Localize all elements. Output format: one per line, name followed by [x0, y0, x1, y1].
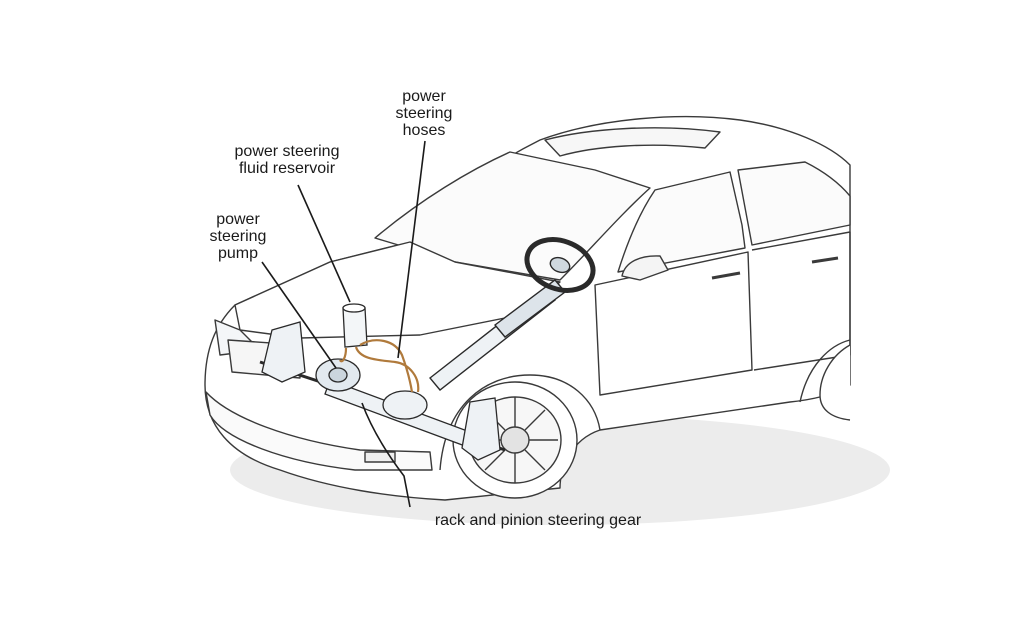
- rear-wheel-arch: [799, 339, 851, 403]
- hoses: [339, 339, 420, 393]
- front-wheel: [452, 381, 578, 499]
- door-handle-front: [711, 271, 741, 280]
- leader-reservoir: [297, 184, 351, 303]
- leader-hoses: [397, 140, 426, 359]
- label-line: power: [216, 211, 260, 228]
- leader-rack: [361, 402, 411, 508]
- label-line: rack and pinion steering gear: [434, 512, 642, 529]
- steering-column: [429, 237, 596, 391]
- label-line: power: [402, 88, 446, 105]
- label-line: power steering: [234, 143, 340, 160]
- steering-gear-assembly: [259, 303, 506, 461]
- side-mirror: [621, 255, 669, 281]
- label-power-steering-hoses: power steering hoses: [372, 88, 476, 139]
- rear-side-window: [737, 161, 851, 246]
- label-power-steering-fluid-reservoir: power steering fluid reservoir: [214, 143, 360, 177]
- rear-wheel: [819, 344, 851, 421]
- label-line: pump: [217, 245, 259, 262]
- pinion-housing: [382, 390, 428, 420]
- leader-lines: [261, 140, 426, 508]
- front-door: [594, 251, 753, 396]
- label-line: fluid reservoir: [238, 160, 336, 177]
- reservoir-body: [342, 307, 368, 348]
- leader-pump: [261, 261, 337, 369]
- label-rack-and-pinion-steering-gear: rack and pinion steering gear: [380, 512, 696, 529]
- sunroof: [544, 127, 721, 157]
- door-handle-rear: [811, 256, 839, 264]
- front-bumper: [205, 391, 433, 471]
- steering-wheel: [524, 237, 596, 293]
- label-line: steering: [209, 228, 267, 245]
- knuckle-right: [461, 397, 501, 461]
- label-line: hoses: [402, 122, 446, 139]
- label-power-steering-pump: power steering pump: [196, 211, 280, 262]
- fog-light: [364, 451, 396, 463]
- front-wheel-arch: [439, 374, 601, 471]
- label-line: steering: [395, 105, 453, 122]
- knuckle-left: [261, 321, 306, 383]
- front-side-window: [617, 171, 746, 273]
- rear-door: [751, 231, 851, 371]
